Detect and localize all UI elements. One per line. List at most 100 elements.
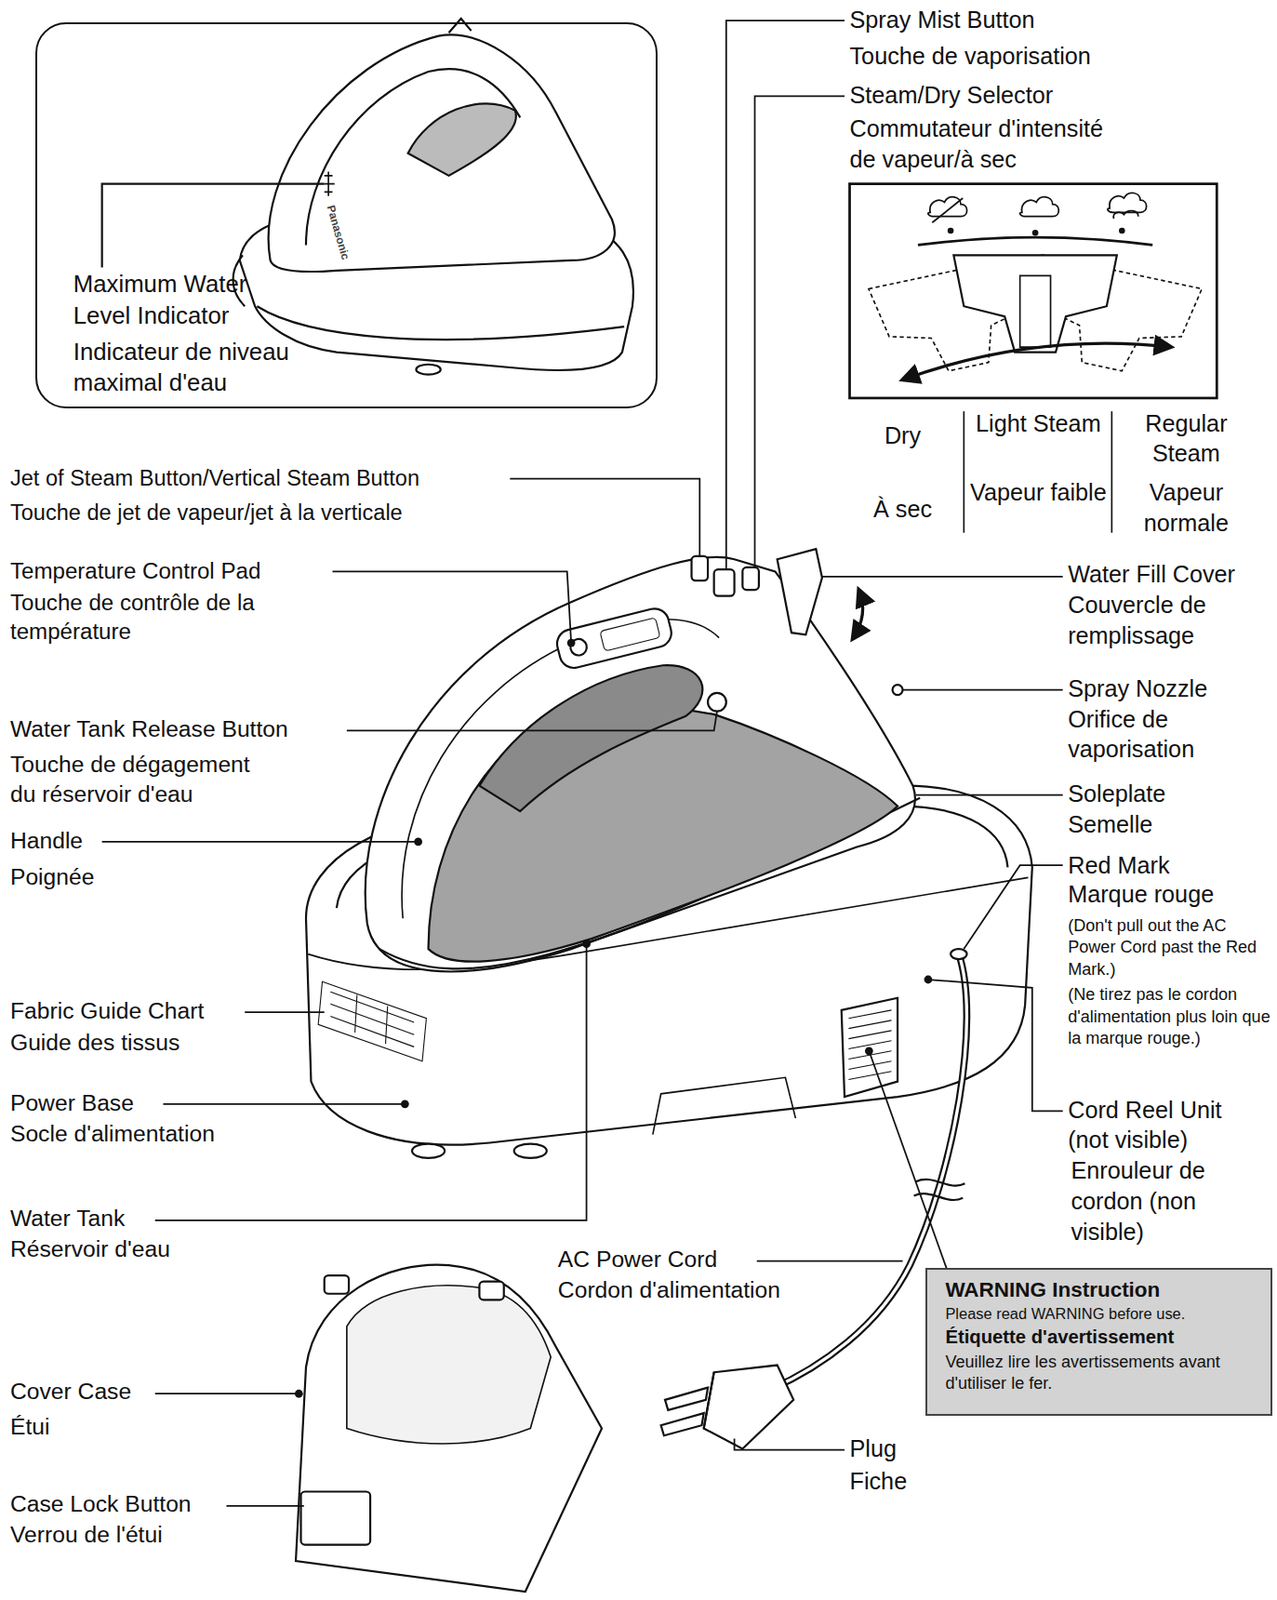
lever-grip bbox=[1020, 275, 1051, 347]
part-label: Verrou de l'étui bbox=[10, 1519, 235, 1550]
part-label: Poignée bbox=[10, 862, 163, 892]
part-label: Touche de jet de vapeur/jet à la vertica… bbox=[10, 498, 541, 528]
main-iron bbox=[305, 548, 1033, 1158]
sticker-lines bbox=[848, 1010, 892, 1080]
leader-line bbox=[226, 1504, 304, 1507]
leader-line bbox=[916, 794, 1064, 797]
steam-icon-slash bbox=[931, 198, 963, 223]
jet-button bbox=[691, 556, 709, 581]
dot bbox=[567, 638, 576, 648]
part-label: Réservoir d'eau bbox=[10, 1234, 214, 1264]
leader-line bbox=[244, 1010, 325, 1013]
part-label: Dry bbox=[846, 420, 959, 452]
lever-ghost bbox=[868, 254, 1202, 384]
part-label: Orifice de vaporisation bbox=[1067, 704, 1237, 766]
selector-dots bbox=[947, 227, 1126, 237]
steam-icon bbox=[1107, 192, 1147, 213]
box-text: Indicateur de niveau maximal d'eau bbox=[73, 336, 296, 400]
inset-frame: Maximum Water Level IndicatorIndicateur … bbox=[35, 22, 658, 409]
part-label: Cover Case bbox=[10, 1376, 214, 1407]
steam-icons bbox=[928, 192, 1147, 223]
part-label: Steam/Dry Selector bbox=[850, 79, 1259, 111]
inset-button bbox=[449, 18, 472, 33]
part-label: AC Power Cord bbox=[558, 1244, 762, 1275]
part-label: Light Steam bbox=[967, 408, 1111, 439]
leader-line bbox=[726, 20, 845, 570]
part-label: Vapeur faible bbox=[967, 477, 1111, 508]
lever bbox=[953, 254, 1117, 352]
part-label: Commutateur d'intensité de vapeur/à sec bbox=[850, 113, 1131, 175]
part-label: Spray Mist Button bbox=[850, 4, 1259, 36]
part-label: Case Lock Button bbox=[10, 1489, 235, 1519]
leader-dots bbox=[294, 638, 932, 1398]
part-label: À sec bbox=[846, 493, 959, 525]
spray-nozzle bbox=[892, 684, 904, 695]
leader-line bbox=[102, 184, 325, 268]
leader-line bbox=[903, 689, 1064, 692]
part-label: Plug bbox=[850, 1433, 953, 1464]
pad bbox=[554, 605, 675, 671]
box-heading: WARNING Instruction bbox=[944, 1276, 1262, 1304]
base-slot bbox=[652, 1077, 797, 1134]
selector-track bbox=[917, 237, 1153, 245]
dot bbox=[294, 1389, 304, 1398]
part-label: Fiche bbox=[850, 1465, 953, 1497]
steam-selector bbox=[742, 567, 759, 590]
chart-lines bbox=[330, 991, 414, 1047]
part-label: Touche de contrôle de la température bbox=[10, 587, 266, 647]
warning-sticker bbox=[841, 997, 898, 1097]
part-label: Fabric Guide Chart bbox=[10, 996, 276, 1026]
part-label: Vapeur normale bbox=[1115, 477, 1259, 539]
dot bbox=[1032, 229, 1039, 237]
part-label: Water Tank bbox=[10, 1203, 214, 1234]
part-label: Touche de dégagement du réservoir d'eau bbox=[10, 749, 261, 810]
part-label: Guide des tissus bbox=[10, 1027, 276, 1058]
divider bbox=[963, 411, 966, 533]
box-heading: Maximum Water Level Indicator bbox=[73, 268, 296, 332]
dot bbox=[924, 975, 933, 985]
leader-line bbox=[822, 575, 1064, 578]
part-label: Handle bbox=[10, 825, 163, 856]
handle-edge bbox=[401, 619, 719, 919]
inset-level-mark bbox=[324, 171, 335, 196]
base-foot bbox=[514, 1143, 547, 1158]
dot bbox=[1118, 227, 1126, 235]
leader-line bbox=[509, 478, 700, 557]
spray-mist-button bbox=[714, 569, 735, 597]
inset-handle-hole bbox=[408, 103, 517, 175]
cover-case bbox=[295, 1264, 602, 1592]
case-shell bbox=[295, 1264, 602, 1592]
steam-icon bbox=[1113, 211, 1139, 219]
part-label: Water Fill Cover bbox=[1067, 558, 1277, 590]
part-label: Marque rouge bbox=[1067, 878, 1272, 910]
selector-arrow bbox=[903, 343, 1171, 380]
part-label: Semelle bbox=[1067, 809, 1272, 840]
warning-box: WARNING InstructionPlease read WARNING b… bbox=[925, 1267, 1273, 1416]
part-label: Cordon d'alimentation bbox=[558, 1275, 824, 1305]
box-text: Please read WARNING before use. bbox=[944, 1303, 1262, 1324]
part-label: Water Tank Release Button bbox=[10, 714, 358, 745]
leader-line bbox=[963, 864, 1063, 949]
dot bbox=[400, 1099, 410, 1108]
leader-line bbox=[928, 979, 1064, 1111]
leader-line bbox=[102, 840, 419, 843]
prong bbox=[661, 1412, 705, 1436]
part-label: (Ne tirez pas le cordon d'alimentation p… bbox=[1067, 984, 1272, 1051]
red-mark bbox=[950, 948, 968, 959]
case-tab bbox=[478, 1281, 504, 1301]
fabric-chart bbox=[318, 981, 426, 1062]
box-text: Étiquette d'avertissement bbox=[944, 1324, 1262, 1349]
inset-base-line bbox=[256, 305, 625, 340]
water-tank bbox=[428, 693, 898, 962]
selector-frame bbox=[850, 184, 1218, 399]
tank-release-button bbox=[707, 692, 727, 712]
box-text: Veuillez lire les avertissements avant d… bbox=[944, 1351, 1262, 1396]
part-label: Enrouleur de cordon (non visible) bbox=[1070, 1155, 1209, 1247]
part-label: (Don't pull out the AC Power Cord past t… bbox=[1067, 915, 1272, 982]
plug bbox=[661, 1365, 795, 1450]
leader-line bbox=[734, 1438, 845, 1450]
inset-iron bbox=[233, 18, 634, 375]
iron-shell bbox=[365, 557, 916, 972]
leader-line bbox=[346, 711, 718, 732]
